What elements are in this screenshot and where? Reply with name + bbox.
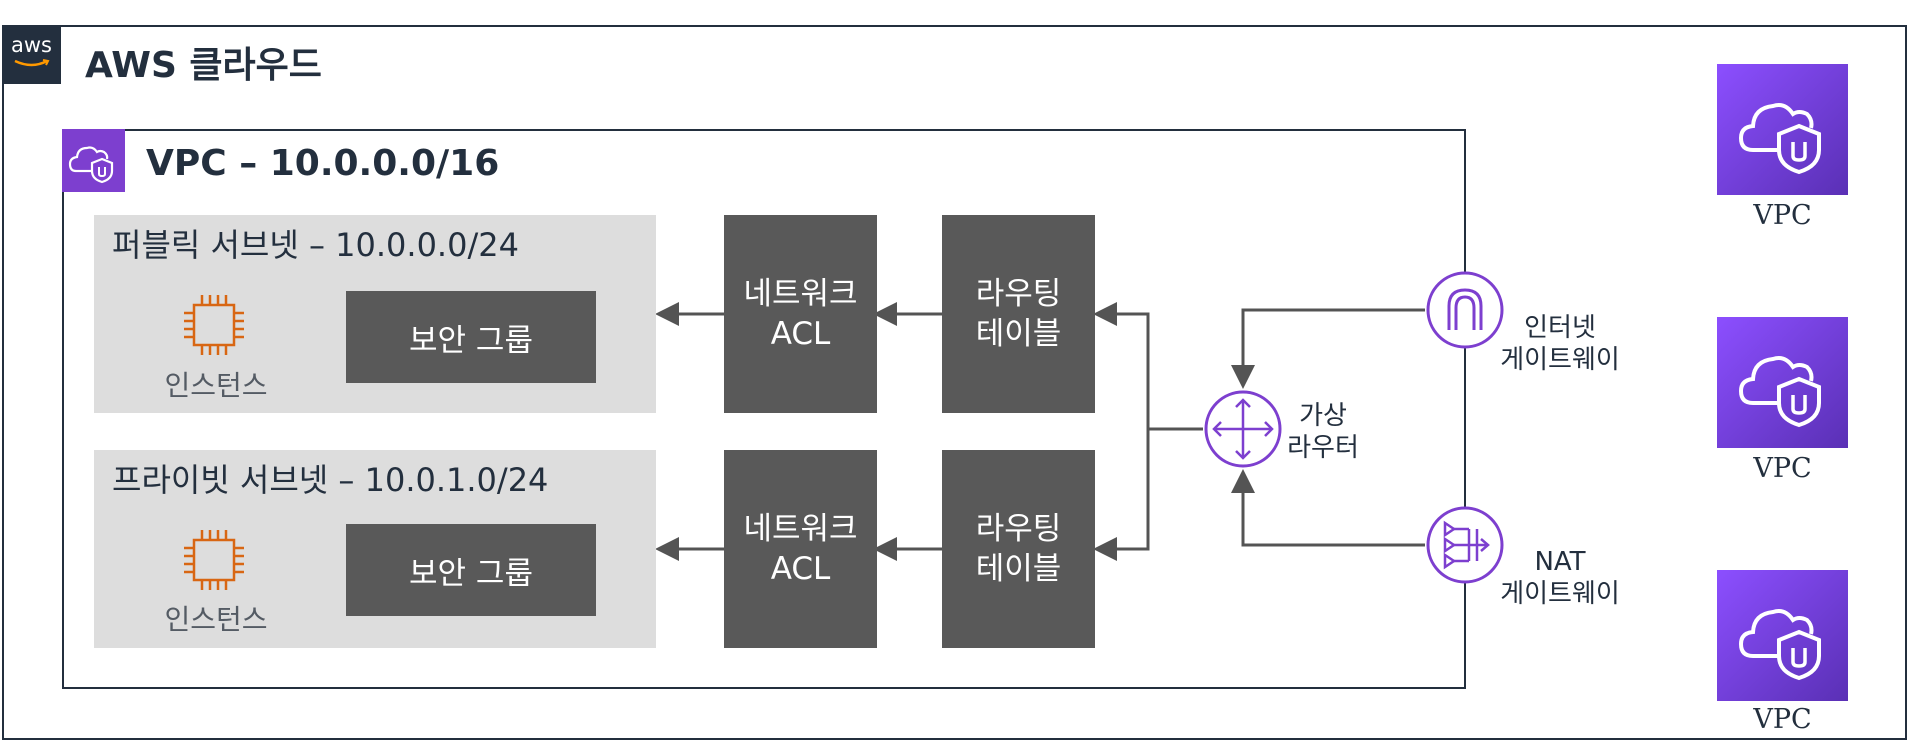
vpc-group (62, 129, 1466, 689)
vpc-icon (1717, 64, 1848, 195)
vpc-label: VPC (1753, 704, 1812, 735)
route-table-box: 라우팅 테이블 (942, 215, 1095, 413)
cloud-title: AWS 클라우드 (85, 45, 322, 86)
nacl-label-line2: ACL (770, 316, 831, 352)
private-subnet-title: 프라이빗 서브넷 – 10.0.1.0/24 (112, 461, 549, 499)
vpc-shield-cloud-icon (62, 129, 125, 192)
vpc-label: VPC (1753, 453, 1812, 484)
route-table-label-line1: 라우팅 (975, 276, 1062, 312)
internet-gateway-icon (1425, 270, 1505, 350)
instance-label: 인스턴스 (164, 603, 268, 636)
vpc-icon (1717, 570, 1848, 701)
virtual-router-icon (1203, 389, 1283, 469)
nat-gateway-label: NAT 게이트웨이 (1500, 547, 1620, 609)
nacl-label-line1: 네트워크 (743, 276, 858, 312)
aws-logo-text: aws (11, 33, 52, 57)
nat-gateway-icon (1425, 505, 1505, 585)
security-group-box: 보안 그룹 (346, 524, 596, 616)
instance-label: 인스턴스 (164, 369, 268, 402)
route-table-label-line2: 테이블 (975, 316, 1062, 352)
vpc-icon (1717, 317, 1848, 448)
route-table-label-line1: 라우팅 (975, 511, 1062, 547)
virtual-router-label: 가상 라우터 (1287, 401, 1359, 463)
nacl-label-line2: ACL (770, 551, 831, 587)
nacl-label-line1: 네트워크 (743, 511, 858, 547)
vpc-label: VPC (1753, 200, 1812, 231)
ec2-instance-icon (182, 528, 246, 592)
ec2-instance-icon (182, 293, 246, 357)
vpc-title: VPC – 10.0.0.0/16 (146, 143, 500, 184)
network-acl-box: 네트워크 ACL (724, 215, 877, 413)
aws-cloud-group (2, 25, 1907, 740)
public-subnet-title: 퍼블릭 서브넷 – 10.0.0.0/24 (112, 226, 519, 264)
network-acl-box: 네트워크 ACL (724, 450, 877, 648)
arrow-nat-to-router (1231, 469, 1425, 547)
internet-gateway-label: 인터넷 게이트웨이 (1500, 313, 1620, 375)
route-table-label-line2: 테이블 (975, 551, 1062, 587)
arrow-router-to-private-rt (1093, 429, 1150, 561)
aws-logo-icon: aws (2, 25, 61, 84)
security-group-box: 보안 그룹 (346, 291, 596, 383)
route-table-box: 라우팅 테이블 (942, 450, 1095, 648)
arrow-igw-to-router (1231, 308, 1425, 389)
arrow-router-to-public-rt (1093, 302, 1203, 431)
